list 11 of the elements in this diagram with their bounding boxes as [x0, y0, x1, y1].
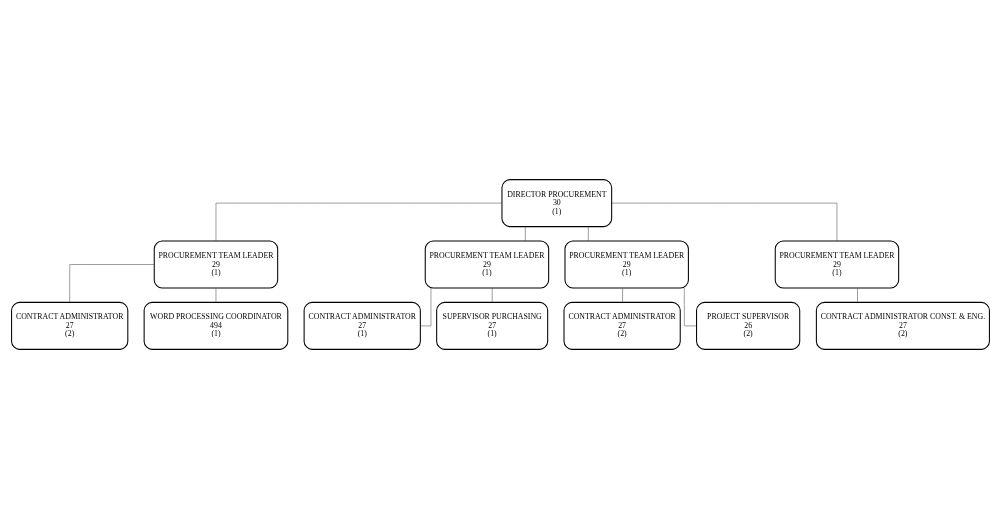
connector — [491, 287, 493, 303]
connector — [420, 287, 432, 327]
connector — [611, 202, 838, 242]
connector — [69, 264, 155, 303]
connector — [215, 287, 217, 303]
connector — [857, 287, 858, 303]
connector — [622, 287, 623, 303]
connector — [588, 226, 589, 242]
connector — [525, 226, 526, 242]
connector — [684, 287, 697, 327]
connector — [215, 202, 503, 242]
